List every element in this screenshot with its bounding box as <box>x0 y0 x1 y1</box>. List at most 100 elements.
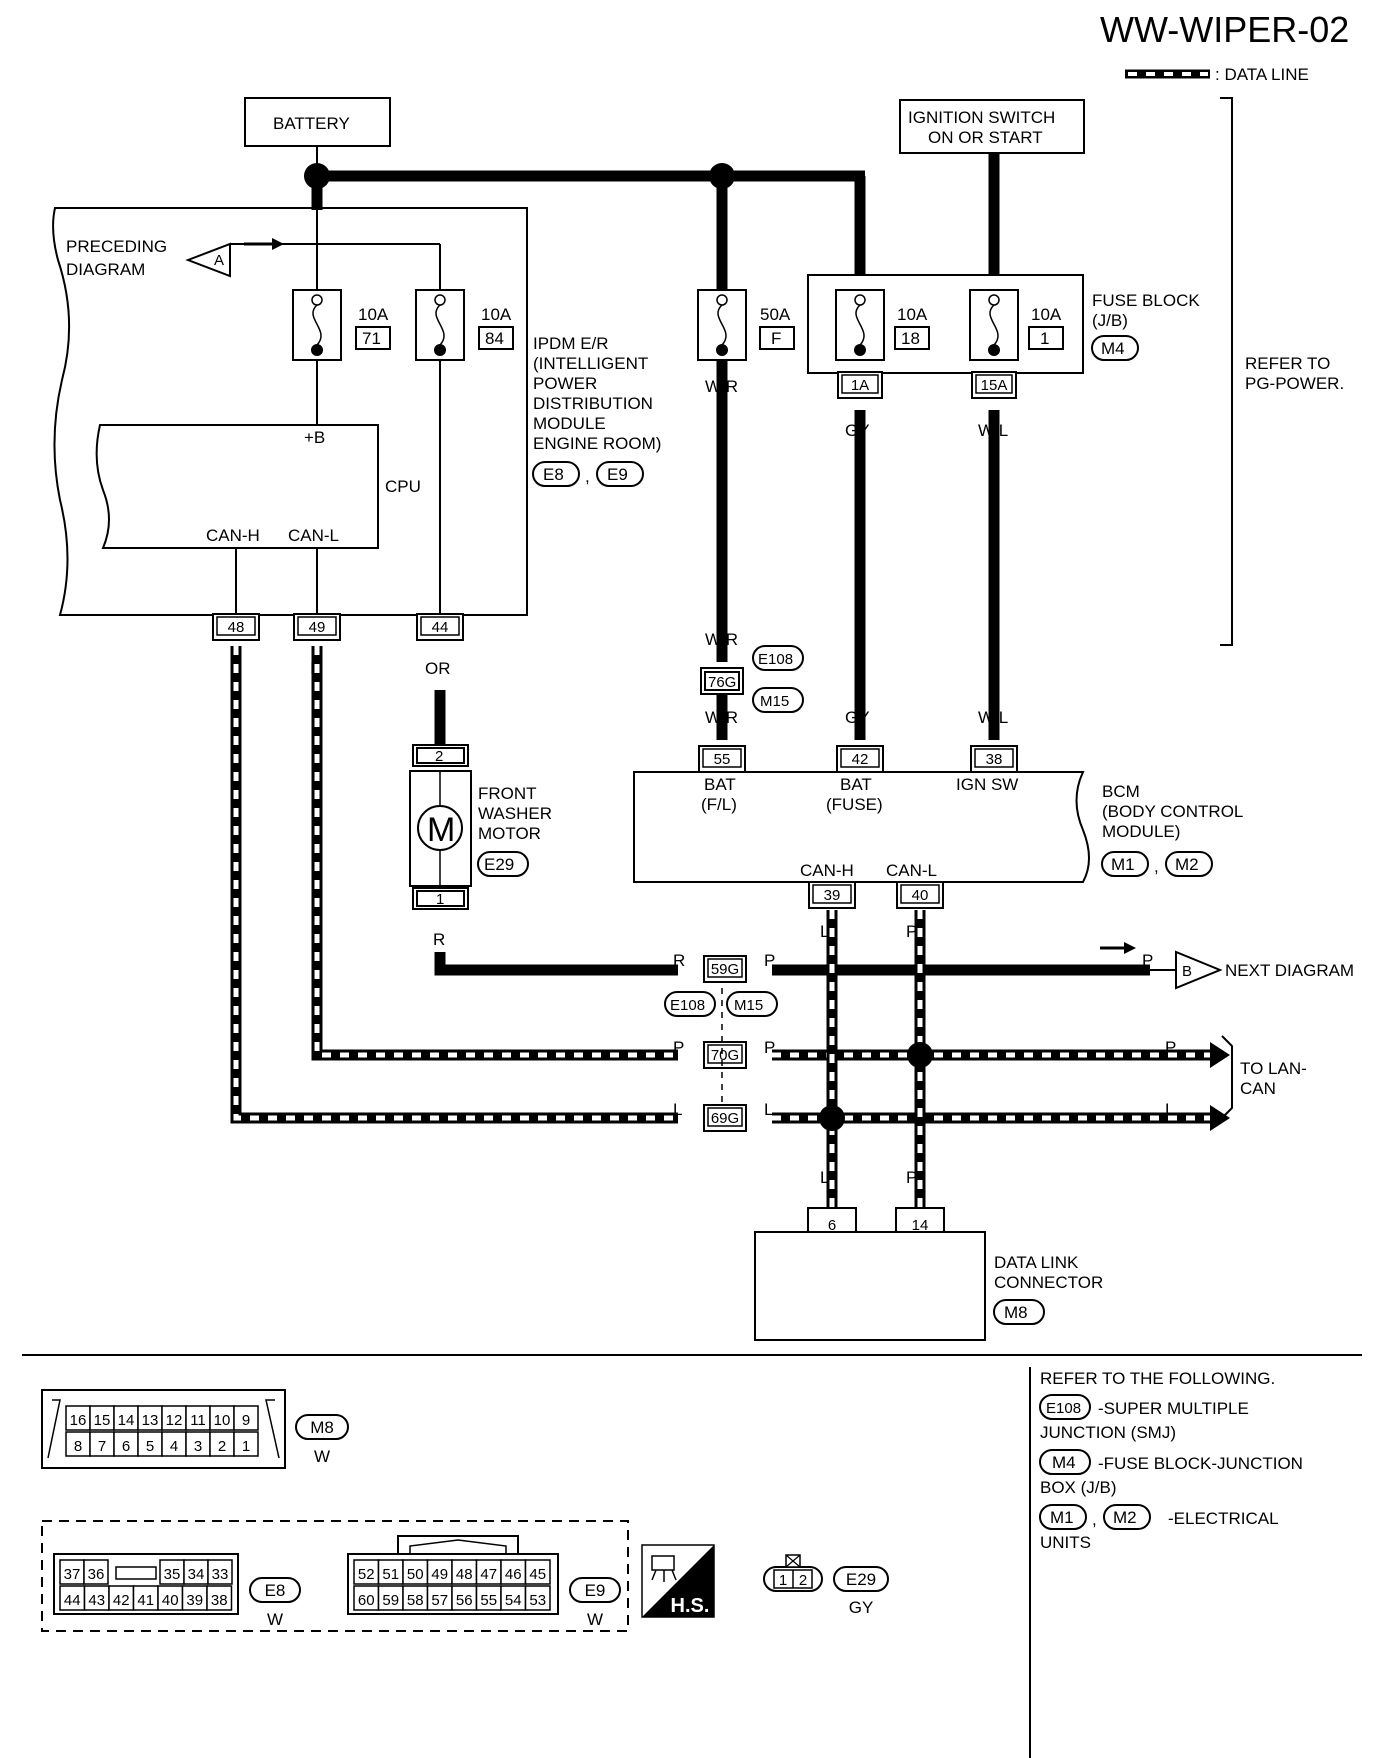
refer-item1-line2: JUNCTION (SMJ) <box>1040 1423 1176 1442</box>
can-data-lines <box>230 646 1230 1210</box>
refer-item3-line1: -ELECTRICAL <box>1168 1509 1279 1528</box>
e29-cavity: 1 <box>779 1572 787 1589</box>
wire-p-59: P <box>764 951 775 970</box>
e9-bottom-cavity: 54 <box>505 1592 522 1609</box>
m8-bottom-cavity: 8 <box>74 1438 82 1455</box>
wire-wl-top: W/L <box>978 421 1008 440</box>
preceding-line1: PRECEDING <box>66 237 167 256</box>
e9-bottom-cavity: 53 <box>529 1592 546 1609</box>
m8-top-cavity: 14 <box>118 1412 135 1429</box>
wire-p-bcm: P <box>906 922 917 941</box>
smj-70g: 70G <box>703 1041 747 1069</box>
m8-top-cavity: 13 <box>142 1412 159 1429</box>
bcm-pin-40-label: 40 <box>912 887 929 904</box>
bcm-pin-39-label: 39 <box>824 887 841 904</box>
refer-item3-line2: UNITS <box>1040 1533 1091 1552</box>
ipdm-line6: ENGINE ROOM) <box>533 434 661 453</box>
e9-bottom-cavity: 57 <box>431 1592 448 1609</box>
ipdm-line4: DISTRIBUTION <box>533 394 653 413</box>
smj-conn-m15-top: M15 <box>760 693 789 710</box>
ipdm-conn-e9: E9 <box>607 465 628 484</box>
fuse-71-amp: 10A <box>358 305 389 324</box>
connector-m8-color: W <box>314 1447 330 1466</box>
m8-top-cavity: 16 <box>70 1412 87 1429</box>
cpu-plusb: +B <box>304 428 325 447</box>
e8-bottom-cavity: 43 <box>88 1592 105 1609</box>
ipdm-pin-44-label: 44 <box>432 619 449 636</box>
fuse-block-terminal-1a: 1A <box>837 371 883 399</box>
hs-badge-icon: H.S. <box>641 1544 715 1618</box>
fuse-f-num: F <box>771 329 781 348</box>
refer-item3-sep: , <box>1092 1510 1097 1529</box>
washer-motor-symbol: M <box>427 811 455 849</box>
smj-76g: 76G <box>700 667 744 695</box>
smj-70g-label: 70G <box>711 1047 739 1064</box>
fuse-block-terminal-15a: 15A <box>971 371 1017 399</box>
bcm-pin-42: 42 <box>836 745 884 773</box>
wire-wr-bcm: W/R <box>705 708 738 727</box>
next-marker-letter: B <box>1182 963 1192 980</box>
wire-or-ipdm: OR <box>425 659 451 678</box>
refer-item2-line1: -FUSE BLOCK-JUNCTION <box>1098 1454 1303 1473</box>
fuse-block-terminal-1a-label: 1A <box>851 377 869 394</box>
fuse-block-line1: FUSE BLOCK <box>1092 291 1200 310</box>
bcm-conn-m1: M1 <box>1111 855 1135 874</box>
cpu-canh: CAN-H <box>206 526 260 545</box>
ipdm-pin-44: 44 <box>416 613 464 641</box>
m8-top-cavity: 9 <box>242 1412 250 1429</box>
bcm-box <box>633 771 1090 883</box>
wire-l-69-left: L <box>673 1100 682 1119</box>
bcm-pin-40: 40 <box>896 881 944 909</box>
dlc-line1: DATA LINK <box>994 1253 1079 1272</box>
smj-59g: 59G <box>703 955 747 983</box>
fuse-symbol <box>835 289 885 361</box>
e8-bottom-cavity: 44 <box>64 1592 81 1609</box>
fuse-84-num: 84 <box>485 329 504 348</box>
cpu-box <box>95 424 379 549</box>
m8-bottom-cavity: 7 <box>98 1438 106 1455</box>
fuse-symbol <box>969 289 1019 361</box>
to-lan-line1: TO LAN- <box>1240 1059 1307 1078</box>
bcm-pin-55-label: 55 <box>714 751 731 768</box>
to-lan-line2: CAN <box>1240 1079 1276 1098</box>
ipdm-pin-48-label: 48 <box>228 619 245 636</box>
connector-e9-name: E9 <box>585 1581 606 1600</box>
ipdm-line5: MODULE <box>533 414 606 433</box>
refer-pg-line1: REFER TO <box>1245 354 1330 373</box>
dlc-line2: CONNECTOR <box>994 1273 1103 1292</box>
fuse-1-num: 1 <box>1040 329 1049 348</box>
connector-e29-name: E29 <box>846 1570 876 1589</box>
refer-item1-line1: -SUPER MULTIPLE <box>1098 1399 1249 1418</box>
m8-bottom-cavity: 1 <box>242 1438 250 1455</box>
e9-bottom-cavity: 60 <box>358 1592 375 1609</box>
wire-r-washer: R <box>433 930 445 949</box>
e8-top-cavity: 36 <box>88 1566 105 1583</box>
fuse-group <box>292 289 1019 361</box>
e8-bottom-cavity: 41 <box>137 1592 154 1609</box>
bcm-conn-sep: , <box>1154 857 1159 876</box>
lan-arrow-l <box>1210 1105 1230 1131</box>
smj-conn-e108-top: E108 <box>758 651 793 668</box>
wire-wl-bcm: W/L <box>978 708 1008 727</box>
fuse-block-box <box>807 274 1084 374</box>
bcm-pin-42-label: 42 <box>852 751 869 768</box>
m8-bottom-cavity: 4 <box>170 1438 178 1455</box>
bcm-bat2b: (FUSE) <box>826 795 883 814</box>
dlc-pin-6: 6 <box>807 1207 857 1234</box>
e9-top-cavity: 50 <box>407 1566 424 1583</box>
e8-top-cavity: 33 <box>212 1566 229 1583</box>
ipdm-conn-e8: E8 <box>543 465 564 484</box>
bcm-pin-38: 38 <box>970 745 1018 773</box>
cpu-label: CPU <box>385 477 421 496</box>
e9-bottom-cavity: 55 <box>480 1592 497 1609</box>
ipdm-pin-49: 49 <box>293 613 341 641</box>
connector-m8-name: M8 <box>310 1418 334 1437</box>
e9-top-cavity: 48 <box>456 1566 473 1583</box>
ipdm-module-outline <box>52 207 528 616</box>
e9-top-cavity: 46 <box>505 1566 522 1583</box>
smj-69g-label: 69G <box>711 1110 739 1127</box>
m8-bottom-cavity: 2 <box>218 1438 226 1455</box>
